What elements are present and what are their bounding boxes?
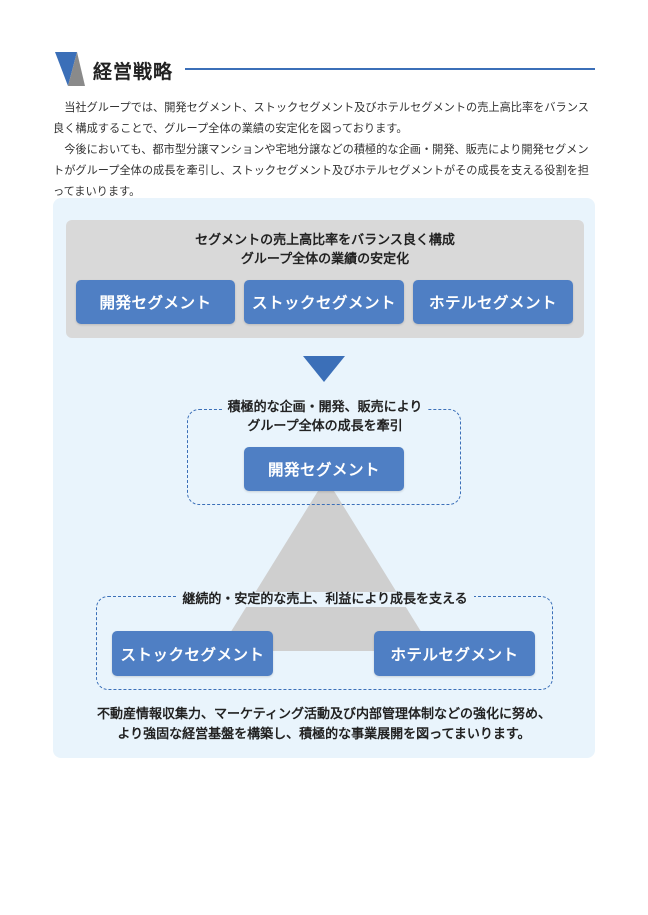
balance-box-text: セグメントの売上高比率をバランス良く構成 グループ全体の業績の安定化 <box>66 231 584 269</box>
growth-line-2: グループ全体の成長を牽引 <box>247 419 403 434</box>
stock-segment-button[interactable]: ストックセグメント <box>244 280 404 324</box>
closing-line-2: より強固な経営基盤を構築し、積極的な事業展開を図ってまいります。 <box>117 727 531 742</box>
support-label: 継続的・安定的な売上、利益により成長を支える <box>160 588 490 607</box>
title-rule <box>185 68 595 70</box>
closing-line-1: 不動産情報収集力、マーケティング活動及び内部管理体制などの強化に努め、 <box>97 707 551 722</box>
support-hotel-button[interactable]: ホテルセグメント <box>374 631 535 676</box>
closing-text: 不動産情報収集力、マーケティング活動及び内部管理体制などの強化に努め、 より強固… <box>53 705 595 745</box>
development-segment-button[interactable]: 開発セグメント <box>76 280 235 324</box>
down-arrow-icon <box>303 356 345 382</box>
growth-development-button[interactable]: 開発セグメント <box>244 447 404 491</box>
intro-text: 当社グループでは、開発セグメント、ストックセグメント及びホテルセグメントの売上高… <box>53 97 598 202</box>
support-stock-button[interactable]: ストックセグメント <box>112 631 273 676</box>
support-label-text: 継続的・安定的な売上、利益により成長を支える <box>176 592 474 607</box>
section-header: 経営戦略 <box>55 52 595 88</box>
header-mark-icon <box>55 52 85 86</box>
growth-label: 積極的な企画・開発、販売により グループ全体の成長を牽引 <box>200 398 450 436</box>
intro-paragraph-1: 当社グループでは、開発セグメント、ストックセグメント及びホテルセグメントの売上高… <box>53 101 589 135</box>
balance-line-1: セグメントの売上高比率をバランス良く構成 <box>195 233 455 248</box>
intro-paragraph-2: 今後においても、都市型分譲マンションや宅地分譲などの積極的な企画・開発、販売によ… <box>53 143 589 198</box>
growth-line-1: 積極的な企画・開発、販売により <box>221 400 429 415</box>
hotel-segment-button[interactable]: ホテルセグメント <box>413 280 573 324</box>
balance-line-2: グループ全体の業績の安定化 <box>240 252 410 267</box>
page-title: 経営戦略 <box>93 61 174 83</box>
